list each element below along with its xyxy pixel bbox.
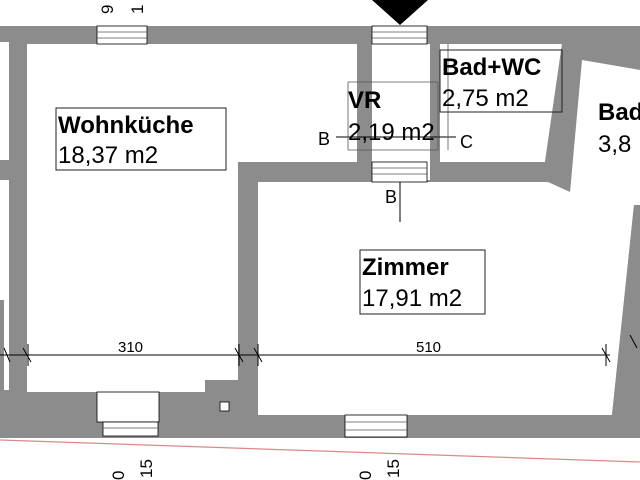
label-box-bad-wc (439, 49, 563, 113)
room-name-wohnkueche: Wohnküche (58, 112, 194, 139)
window-bottom-left (96, 391, 160, 437)
room-name-bad: Bad (598, 99, 640, 126)
window-bottom-zimmer (344, 414, 408, 438)
section-mark-b-left: B (318, 129, 330, 149)
room-name-zimmer: Zimmer (362, 254, 449, 281)
room-area-vr: 2,19 m2 (348, 119, 435, 146)
property-line (0, 439, 640, 463)
dimension-line (0, 334, 638, 366)
window-top-vr (371, 25, 428, 45)
door-vr-zimmer (371, 161, 428, 183)
room-name-bad-wc: Bad+WC (442, 54, 541, 81)
edge-number-bottom-c: 0 (356, 471, 375, 480)
label-box-zimmer (359, 249, 486, 315)
dimension-right: 510 (416, 339, 441, 356)
label-box-wohnkueche (55, 107, 227, 171)
edge-number-top-a: 9 (98, 5, 117, 14)
room-name-vr: VR (348, 87, 381, 114)
room-area-zimmer: 17,91 m2 (362, 285, 462, 312)
edge-number-bottom-a: 0 (109, 471, 128, 480)
room-interiors (0, 42, 640, 415)
dimension-left: 310 (118, 339, 143, 356)
edge-number-top-b: 1 (128, 5, 147, 14)
room-area-wohnkueche: 18,37 m2 (58, 142, 158, 169)
north-arrow-icon (372, 0, 428, 25)
room-area-bad: 3,8 (598, 131, 631, 158)
small-square-marker (219, 401, 230, 412)
window-top-left (96, 25, 148, 45)
edge-number-bottom-d: 15 (384, 459, 403, 478)
section-mark-b-bottom: B (385, 187, 397, 207)
section-mark-c-right: C (460, 132, 473, 152)
room-area-bad-wc: 2,75 m2 (442, 85, 529, 112)
section-lines (336, 44, 456, 222)
edge-number-bottom-b: 15 (137, 459, 156, 478)
